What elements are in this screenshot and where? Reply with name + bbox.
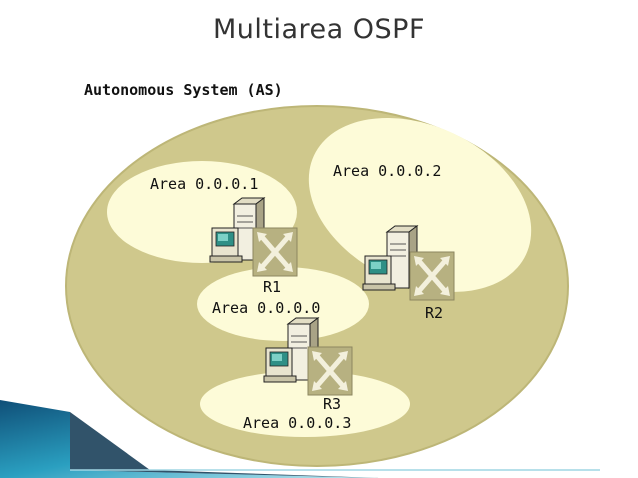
area-0003-region <box>200 371 410 437</box>
as-label: Autonomous System (AS) <box>84 81 283 99</box>
area-0001-label: Area 0.0.0.1 <box>150 175 258 193</box>
router-r2-label: R2 <box>425 304 443 322</box>
slide-title: Multiarea OSPF <box>213 14 425 45</box>
area-0000-label: Area 0.0.0.0 <box>212 299 320 317</box>
area-0002-label: Area 0.0.0.2 <box>333 162 441 180</box>
slide-accent-decoration <box>0 400 600 478</box>
area-0002-region <box>308 117 532 293</box>
area-0003-label: Area 0.0.0.3 <box>243 414 351 432</box>
router-r3-label: R3 <box>323 395 341 413</box>
router-icon <box>410 252 454 300</box>
area-0000-region <box>197 267 369 341</box>
router-icon <box>308 347 352 395</box>
router-icon <box>253 228 297 276</box>
router-r1-label: R1 <box>263 278 281 296</box>
